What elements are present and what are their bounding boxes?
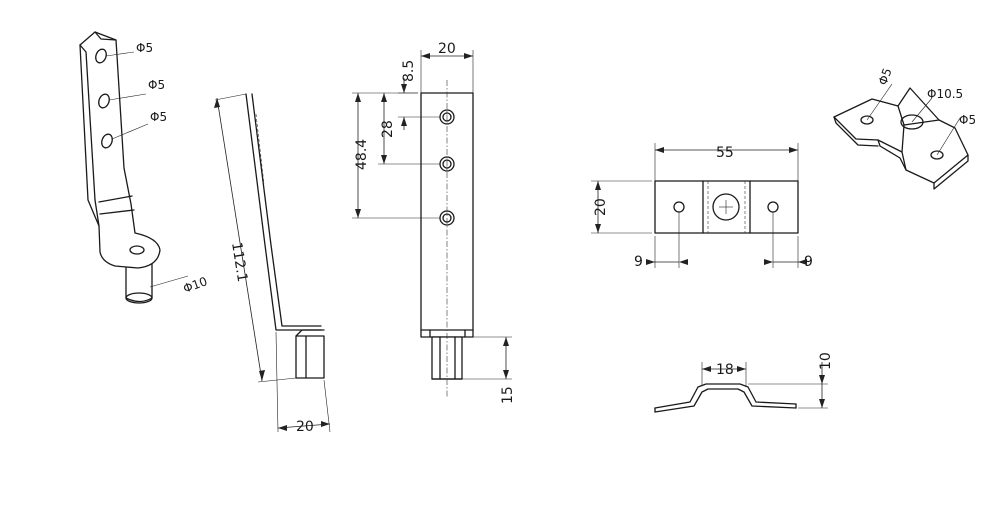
dim-hole-mid-label: Φ5	[148, 78, 165, 92]
leaf-hole-top	[95, 48, 107, 64]
dim-left-hole-label: 9	[634, 254, 643, 270]
dim-hole-top-label: Φ5	[136, 41, 153, 55]
view-front: 20 8.5 28 48.4 15	[352, 41, 516, 404]
view-bracket-top: 55 20 9 9	[591, 143, 813, 270]
dim-bracket-height-label: 20	[593, 198, 609, 216]
dim-iso-hole-center-label: Φ10.5	[927, 87, 963, 101]
dim-right-hole-label: 9	[804, 254, 813, 270]
leaf-hole-low	[101, 133, 113, 149]
leaf-hole-mid	[98, 93, 110, 109]
dim-hole-span-label: 48.4	[354, 139, 370, 170]
view-bracket-isometric: Φ5 Φ10.5 Φ5	[833, 66, 976, 190]
dim-top-offset-label: 8.5	[401, 60, 417, 82]
dim-bracket-length-label: 55	[716, 145, 734, 161]
dim-side-width-label: 20	[296, 419, 314, 435]
dim-profile-width-label: 18	[716, 362, 734, 378]
dim-hole-low-label: Φ5	[150, 110, 167, 124]
dim-iso-hole-right-label: Φ5	[959, 113, 976, 127]
view-bracket-profile: 18 10	[654, 352, 834, 413]
dim-length-label: 112.1	[228, 241, 250, 283]
view-side: 112.1 20	[214, 93, 331, 435]
dim-pin-length-label: 15	[500, 386, 516, 404]
dim-profile-height-label: 10	[818, 352, 834, 370]
dim-hole-spacing-label: 28	[380, 120, 396, 138]
dim-pin-label: Φ10	[181, 274, 209, 296]
dim-iso-hole-left-label: Φ5	[876, 66, 895, 87]
view-isometric-leaf: Φ5 Φ5 Φ5 Φ10	[79, 31, 209, 304]
dim-front-width-label: 20	[438, 41, 456, 57]
